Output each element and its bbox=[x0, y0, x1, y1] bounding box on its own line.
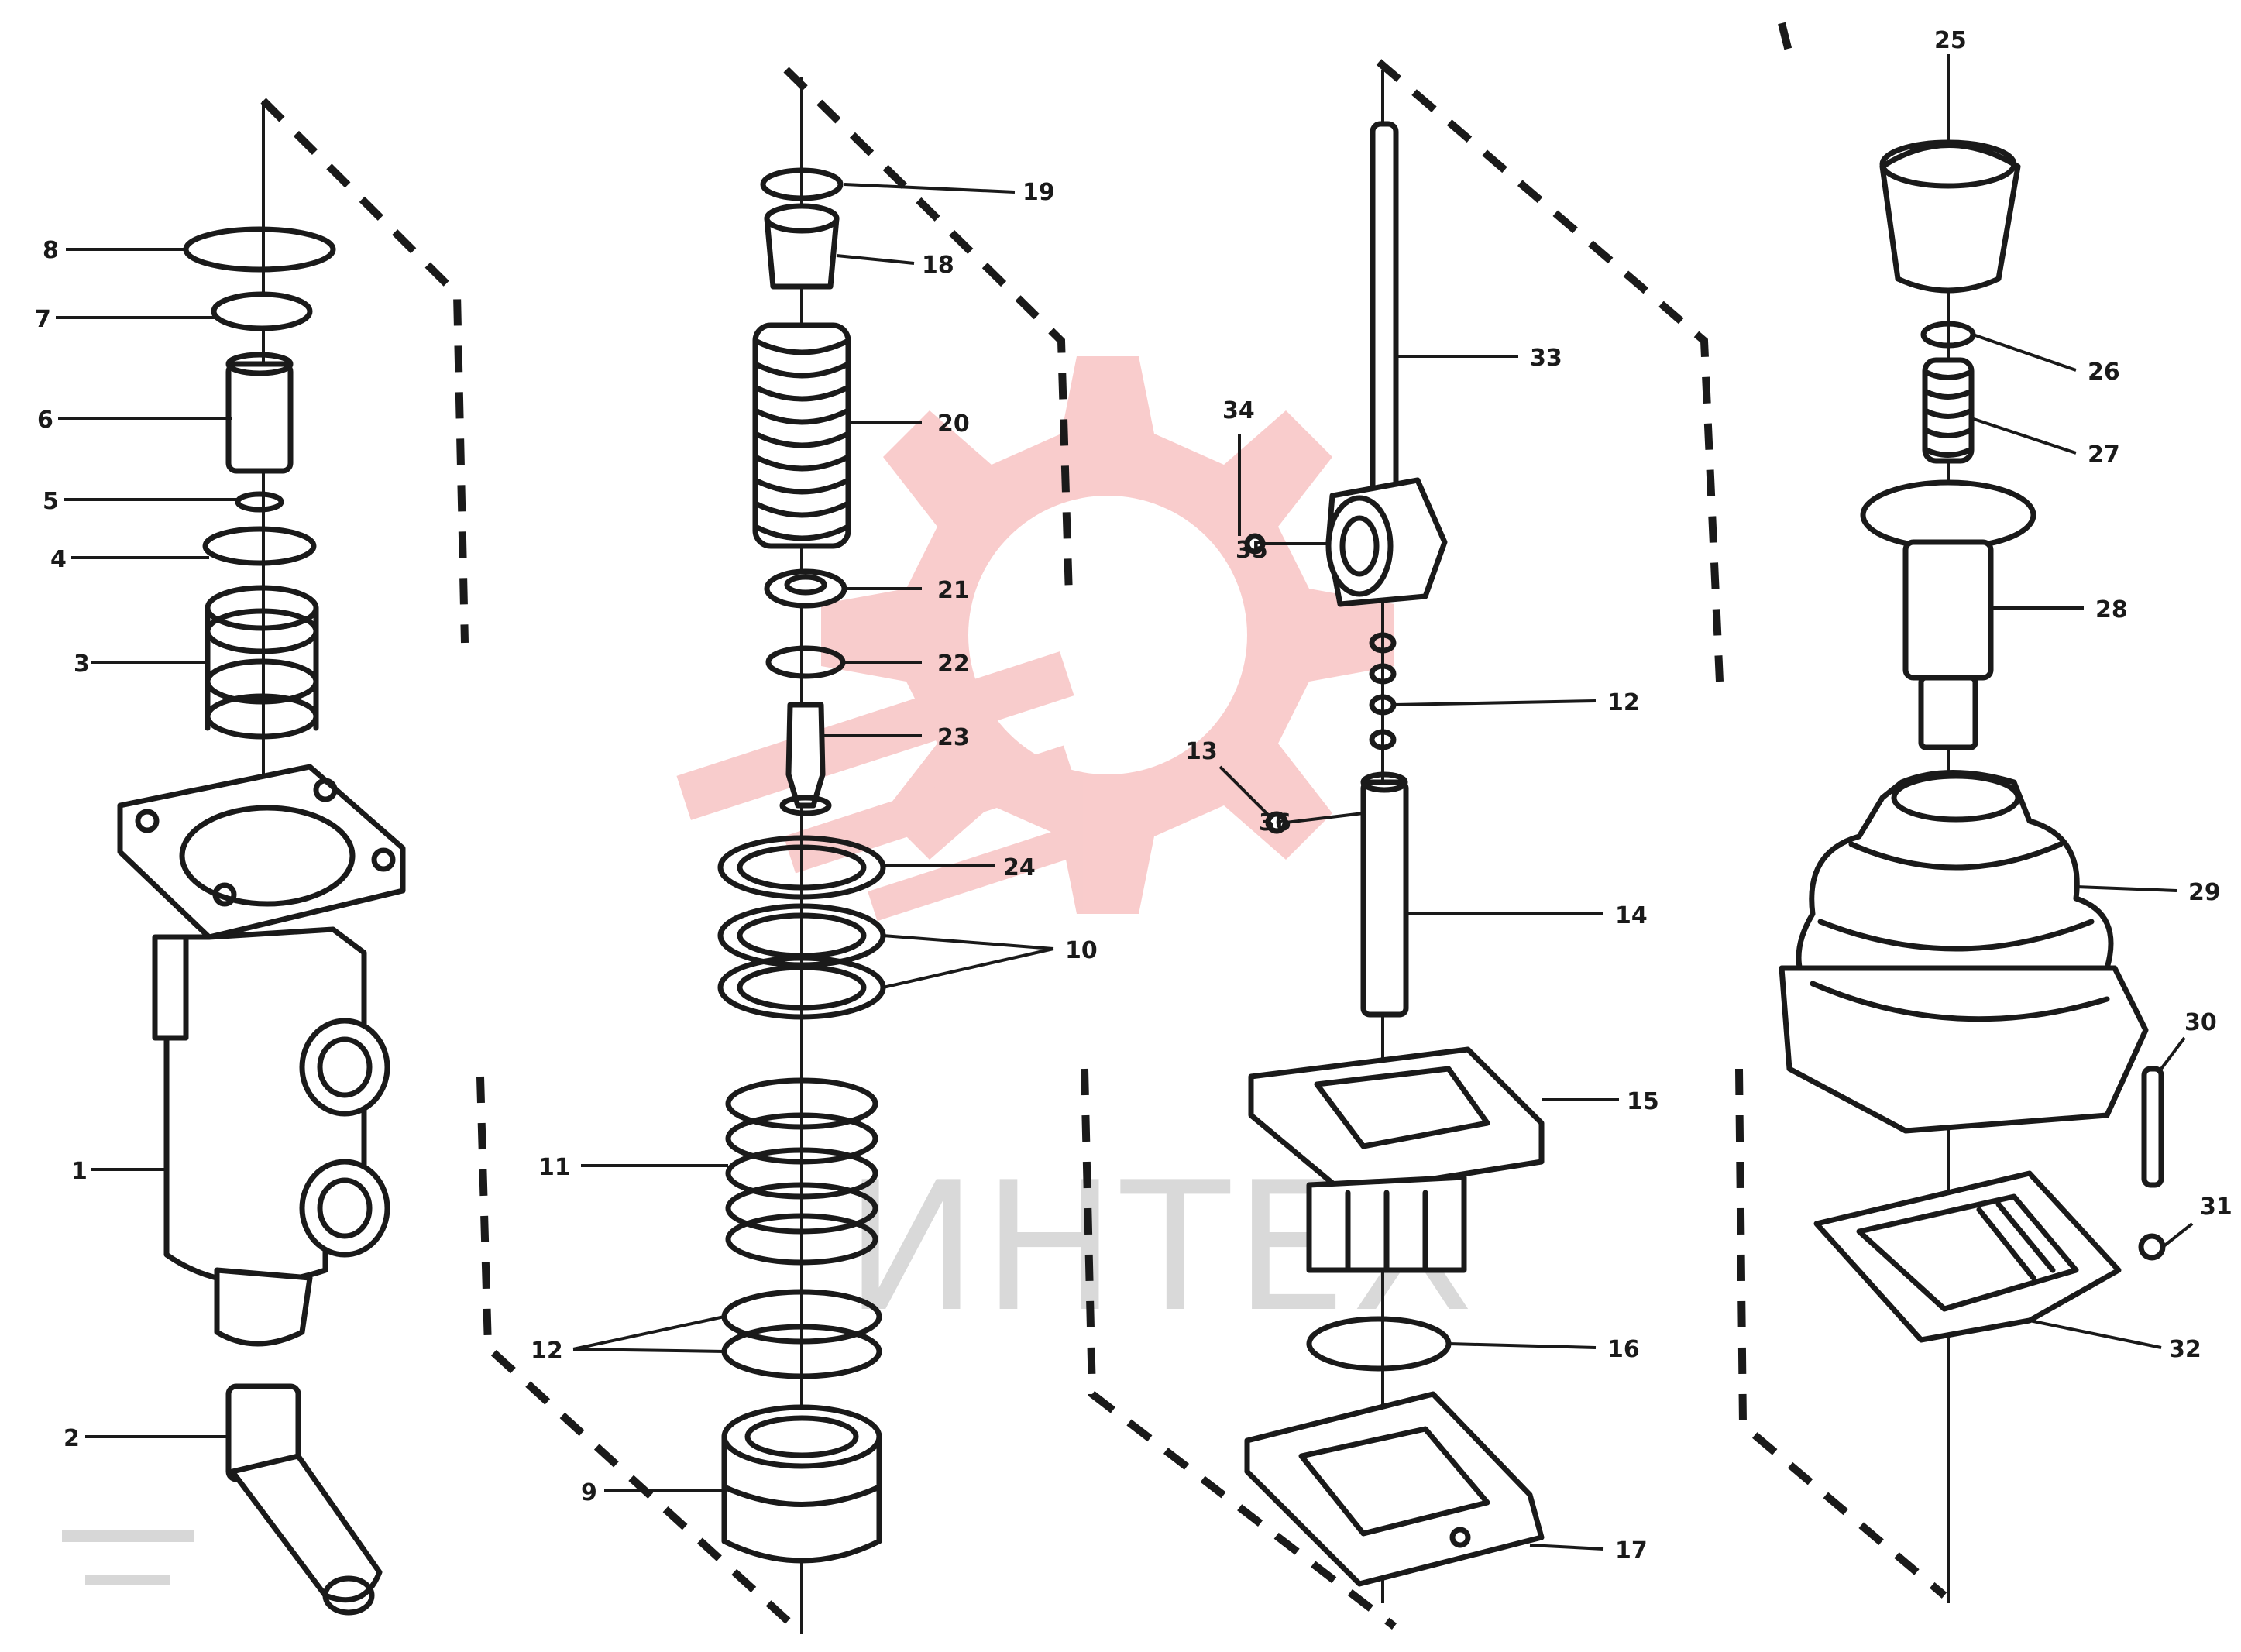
callout-5: 5 bbox=[43, 488, 59, 515]
callout-19: 19 bbox=[1023, 179, 1055, 206]
part-7-washer bbox=[211, 291, 313, 331]
drawing-reference bbox=[62, 1530, 194, 1585]
part-29-boot-base bbox=[1779, 965, 2149, 1134]
callout-31: 31 bbox=[2200, 1193, 2232, 1221]
assembly-valve-body bbox=[117, 101, 406, 1616]
part-9-cup bbox=[721, 1434, 882, 1564]
callout-13: 13 bbox=[1185, 738, 1218, 765]
watermark-bar-3 bbox=[868, 829, 1069, 922]
assembly-handle-boot bbox=[1779, 54, 2166, 1603]
part-20-spring bbox=[752, 322, 851, 549]
part-28-flange bbox=[1860, 479, 2036, 551]
callout-22: 22 bbox=[937, 651, 970, 678]
part-8-oring bbox=[183, 226, 336, 273]
assembly-shaft-base bbox=[1244, 70, 1545, 1603]
callout-33: 33 bbox=[1530, 345, 1562, 372]
part-27-spring bbox=[1922, 357, 1975, 464]
callout-1: 1 bbox=[71, 1158, 88, 1185]
assembly-guide-lines bbox=[260, 22, 1947, 1630]
callout-20: 20 bbox=[937, 410, 970, 438]
part-13-ball bbox=[1265, 811, 1288, 834]
part-4-washer bbox=[202, 526, 317, 566]
part-22-ring bbox=[765, 645, 846, 679]
callout-12: 12 bbox=[531, 1338, 563, 1365]
callout-21: 21 bbox=[937, 577, 970, 604]
callout-16: 16 bbox=[1607, 1336, 1640, 1363]
assembly-spring-stack bbox=[717, 77, 886, 1634]
part-17-base bbox=[1244, 1391, 1545, 1587]
callout-labels: 8 7 6 5 4 3 1 2 19 18 20 21 22 23 24 10 … bbox=[35, 27, 2232, 1564]
callout-30: 30 bbox=[2184, 1009, 2217, 1036]
callout-18: 18 bbox=[922, 252, 954, 279]
leader-lines bbox=[56, 54, 2194, 1551]
callout-23: 23 bbox=[937, 724, 970, 751]
watermark-bar-2 bbox=[783, 745, 1076, 874]
callout-25: 25 bbox=[1934, 27, 1967, 54]
callout-6: 6 bbox=[37, 407, 53, 434]
part-28-shaft bbox=[1902, 539, 1994, 681]
callout-24: 24 bbox=[1003, 854, 1036, 881]
part-25-knob bbox=[1879, 143, 2021, 294]
part-11-spring bbox=[725, 1077, 878, 1266]
callout-29: 29 bbox=[2188, 879, 2221, 906]
callout-9: 9 bbox=[581, 1479, 597, 1506]
part-5-ring bbox=[235, 491, 284, 513]
callout-3: 3 bbox=[74, 651, 90, 678]
callout-7: 7 bbox=[35, 306, 51, 333]
callout-17: 17 bbox=[1615, 1537, 1648, 1564]
callout-27: 27 bbox=[2088, 441, 2120, 469]
callout-36: 36 bbox=[1259, 809, 1291, 836]
part-23-pin bbox=[785, 702, 826, 809]
callout-26: 26 bbox=[2088, 359, 2120, 386]
watermark-gear-icon bbox=[821, 356, 1394, 914]
callout-35: 35 bbox=[1236, 537, 1268, 564]
part-31-nut bbox=[2138, 1233, 2166, 1261]
callout-15: 15 bbox=[1627, 1088, 1659, 1115]
part-6-plunger bbox=[225, 361, 294, 474]
callout-4: 4 bbox=[50, 546, 67, 573]
callout-14: 14 bbox=[1615, 902, 1648, 929]
part-14-tube bbox=[1360, 779, 1409, 1018]
part-30-pin bbox=[2141, 1066, 2164, 1188]
callout-2: 2 bbox=[64, 1425, 80, 1452]
part-33-shaft bbox=[1370, 121, 1399, 514]
part-19-ring bbox=[760, 167, 844, 201]
callout-11: 11 bbox=[538, 1154, 571, 1181]
watermark-gear-logo bbox=[676, 356, 1394, 922]
callout-12b: 12 bbox=[1607, 689, 1640, 716]
callout-28: 28 bbox=[2095, 596, 2128, 623]
callout-34: 34 bbox=[1222, 397, 1255, 424]
callout-8: 8 bbox=[43, 237, 59, 264]
part-32-plate bbox=[1813, 1170, 2122, 1343]
callout-10: 10 bbox=[1065, 937, 1098, 964]
callout-32: 32 bbox=[2169, 1336, 2201, 1363]
